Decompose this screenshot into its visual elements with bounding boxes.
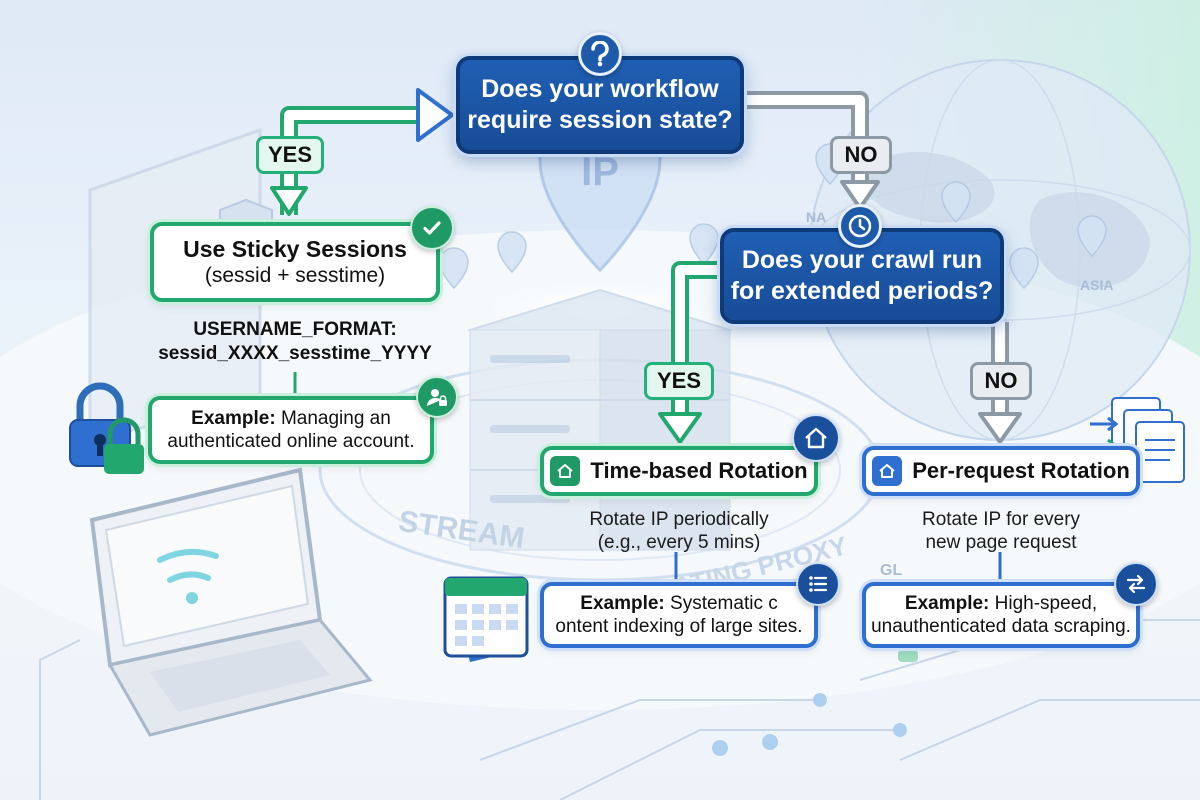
question-mark-icon: [578, 32, 622, 76]
per-request-example-label: Example:: [904, 593, 990, 614]
laptop-illustration: [89, 467, 373, 737]
per-request-example-card: Example: High-speed, unauthenticated dat…: [862, 582, 1140, 648]
no-label-session: NO: [830, 136, 892, 174]
home-badge-icon: [792, 414, 840, 462]
sticky-sessions-subtitle: (sessid + sesstime): [204, 264, 386, 287]
sticky-example-line1: Managing an: [280, 408, 391, 429]
time-based-desc-line1: Rotate IP periodically: [589, 509, 769, 530]
sticky-sessions-card: Use Sticky Sessions (sessid + sesstime): [150, 222, 440, 302]
region-label-na: NA: [806, 209, 826, 225]
question-crawl-line2: for extended periods?: [730, 277, 994, 305]
region-label-asia: ASIA: [1080, 277, 1113, 293]
time-based-description: Rotate IP periodically (e.g., every 5 mi…: [548, 508, 810, 554]
per-request-example-line1: High-speed,: [994, 593, 1098, 614]
question-session-line1: Does your workflow: [481, 75, 719, 103]
per-request-desc-line1: Rotate IP for every: [921, 509, 1081, 530]
question-crawl-line1: Does your crawl run: [741, 246, 983, 274]
time-based-desc-line2: (e.g., every 5 mins): [597, 532, 761, 553]
time-based-example-label: Example:: [580, 593, 665, 614]
per-request-example-line2: unauthenticated data scraping.: [871, 616, 1131, 637]
central-ip-pin-label: IP: [581, 150, 619, 194]
per-request-description: Rotate IP for every new page request: [870, 508, 1132, 554]
yes-label-session: YES: [256, 136, 324, 174]
sticky-example-card: Example: Managing an authenticated onlin…: [148, 396, 434, 464]
padlock-illustration: [69, 382, 144, 474]
username-format-block: USERNAME_FORMAT: sessid_XXXX_sesstime_YY…: [140, 318, 450, 366]
time-based-example-line2: ontent indexing of large sites.: [555, 616, 803, 637]
per-request-rotation-card: Per-request Rotation: [862, 446, 1140, 496]
clock-icon: [838, 204, 882, 248]
username-format-value: sessid_XXXX_sesstime_YYYY: [158, 343, 432, 364]
time-based-rotation-title: Time-based Rotation: [590, 458, 808, 483]
per-request-rotation-title: Per-request Rotation: [912, 458, 1130, 483]
user-lock-icon: [416, 376, 458, 418]
home-icon: [550, 456, 581, 486]
per-request-desc-line2: new page request: [925, 532, 1077, 553]
question-session-line2: require session state?: [467, 106, 733, 134]
list-flow-icon: [796, 562, 840, 606]
sticky-example-label: Example:: [191, 408, 276, 429]
check-icon: [410, 206, 454, 250]
time-based-example-line1: Systematic c: [670, 593, 778, 614]
no-label-crawl: NO: [970, 362, 1032, 400]
time-based-rotation-card: Time-based Rotation: [540, 446, 818, 496]
sticky-example-line2: authenticated online account.: [167, 431, 415, 452]
home-icon: [872, 456, 903, 486]
sticky-sessions-title: Use Sticky Sessions: [183, 236, 407, 262]
transfer-arrows-icon: [1114, 562, 1158, 606]
calendar-illustration: [443, 576, 529, 662]
time-based-example-card: Example: Systematic c ontent indexing of…: [540, 582, 818, 648]
username-format-label: USERNAME_FORMAT:: [193, 319, 397, 340]
yes-label-crawl: YES: [644, 362, 714, 400]
globe-label-gl: GL: [880, 562, 902, 579]
